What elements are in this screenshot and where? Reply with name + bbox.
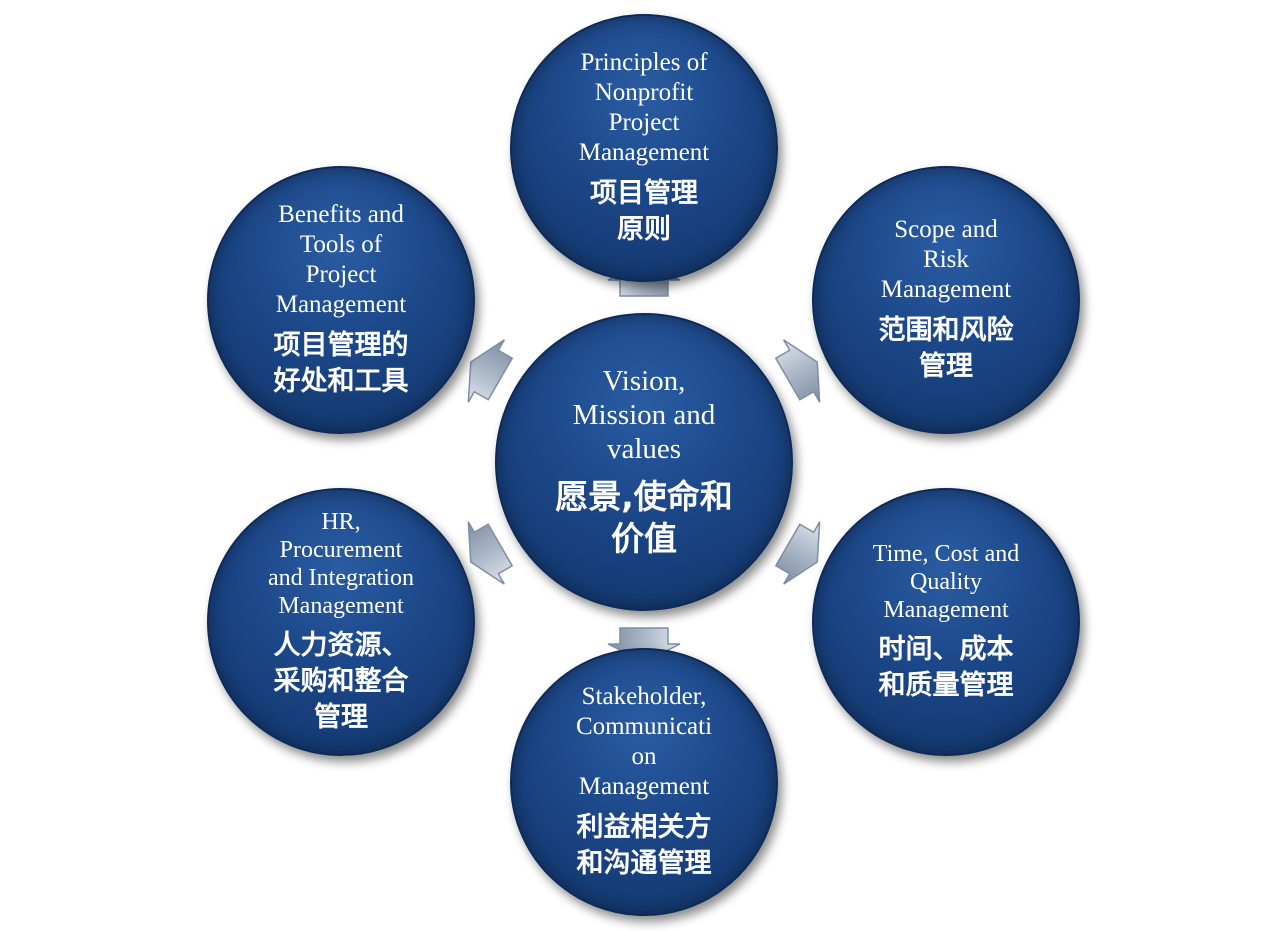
- node-benefits-tools: Benefits and Tools of Project Management…: [207, 166, 475, 434]
- center-node-english-label: Vision, Mission and values: [572, 365, 716, 465]
- node-time-cost-quality-english-label: Time, Cost and Quality Management: [872, 541, 1020, 623]
- node-hr-procurement-integration-chinese-label: 人力资源、 采购和整合 管理: [273, 630, 409, 733]
- node-time-cost-quality-chinese-label: 时间、成本 和质量管理: [878, 634, 1014, 701]
- node-scope-risk: Scope and Risk Management 范围和风险 管理: [812, 166, 1080, 434]
- node-principles: Principles of Nonprofit Project Manageme…: [510, 14, 778, 282]
- node-scope-risk-english-label: Scope and Risk Management: [880, 216, 1012, 303]
- node-time-cost-quality: Time, Cost and Quality Management 时间、成本 …: [812, 488, 1080, 756]
- node-stakeholder-communication-english-label: Stakeholder, Communicati on Management: [575, 683, 713, 800]
- center-node-chinese-label: 愿景,使命和 价值: [555, 477, 733, 558]
- node-benefits-tools-english-label: Benefits and Tools of Project Management: [275, 201, 407, 318]
- node-principles-english-label: Principles of Nonprofit Project Manageme…: [578, 49, 710, 166]
- node-stakeholder-communication-chinese-label: 利益相关方 和沟通管理: [576, 812, 712, 879]
- node-hr-procurement-integration: HR, Procurement and Integration Manageme…: [207, 488, 475, 756]
- arrow-to-scope-risk: [774, 339, 821, 403]
- center-node-vision-mission-values: Vision, Mission and values 愿景,使命和 价值: [495, 313, 793, 611]
- node-hr-procurement-integration-english-label: HR, Procurement and Integration Manageme…: [268, 509, 414, 619]
- arrow-to-time-cost-quality: [774, 521, 821, 585]
- node-principles-chinese-label: 项目管理 原则: [590, 178, 698, 245]
- arrows-group: [467, 261, 821, 663]
- node-scope-risk-chinese-label: 范围和风险 管理: [878, 315, 1014, 382]
- arrow-to-hr-procurement-integration: [467, 521, 514, 585]
- node-stakeholder-communication: Stakeholder, Communicati on Management 利…: [510, 648, 778, 916]
- node-benefits-tools-chinese-label: 项目管理的 好处和工具: [273, 330, 409, 397]
- arrow-to-benefits-tools: [467, 339, 514, 403]
